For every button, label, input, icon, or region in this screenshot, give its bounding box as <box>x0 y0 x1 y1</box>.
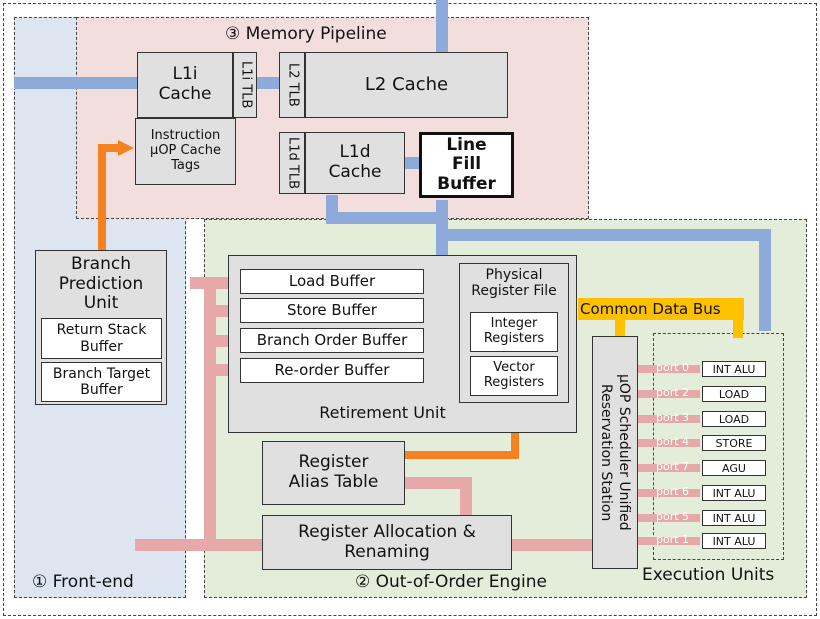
ooo-engine-title: ② Out-of-Order Engine <box>355 572 547 592</box>
execution-unit-store: STORE <box>702 435 766 451</box>
port-label: port 5 <box>656 510 690 523</box>
register-allocation-renaming: Register Allocation & Renaming <box>262 515 512 570</box>
l1d-tlb: L1d TLB <box>279 132 305 194</box>
port-label: port 7 <box>656 460 690 473</box>
common-data-bus-label: Common Data Bus <box>580 300 721 318</box>
branch-target-buffer: Branch Target Buffer <box>41 362 162 402</box>
port-label: port 4 <box>656 435 690 448</box>
cdb-blue-bus <box>442 229 771 331</box>
execution-unit-agu: AGU <box>702 460 766 476</box>
frontend-title: ① Front-end <box>32 572 134 592</box>
reorder-buffer: Re-order Buffer <box>240 358 424 383</box>
l1d-cache: L1d Cache <box>305 132 405 194</box>
l2-cache: L2 Cache <box>305 52 508 118</box>
instruction-uop-cache-tags: Instruction µOP Cache Tags <box>135 118 236 185</box>
outer-frame <box>3 3 817 616</box>
execution-unit-int-alu: INT ALU <box>702 361 766 377</box>
memory-pipeline-title: ③ Memory Pipeline <box>225 24 387 44</box>
retirement-unit-title: Retirement Unit <box>319 402 446 422</box>
rat-rename-bus <box>405 477 472 516</box>
execution-unit-int-alu: INT ALU <box>702 533 766 549</box>
bpu-arrow <box>98 144 118 250</box>
port-label: port 2 <box>656 386 690 399</box>
l2-tlb: L2 TLB <box>279 52 305 118</box>
port-label: port 3 <box>656 411 690 424</box>
port-label: port 6 <box>656 485 690 498</box>
branch-order-buffer: Branch Order Buffer <box>240 328 424 353</box>
integer-registers: Integer Registers <box>470 312 558 352</box>
execution-unit-load: LOAD <box>702 411 766 427</box>
execution-unit-load: LOAD <box>702 386 766 402</box>
execution-unit-int-alu: INT ALU <box>702 510 766 526</box>
l1i-cache: L1i Cache <box>137 52 233 118</box>
register-alias-table: Register Alias Table <box>262 441 405 505</box>
load-buffer: Load Buffer <box>240 269 424 294</box>
prf-title: Physical Register File <box>471 267 557 300</box>
l1i-tlb: L1i TLB <box>233 52 257 118</box>
execution-units-title: Execution Units <box>642 565 775 585</box>
execution-unit-int-alu: INT ALU <box>702 485 766 501</box>
port-label: port 0 <box>656 361 690 374</box>
bpu-title: Branch Prediction Unit <box>58 254 144 314</box>
line-fill-buffer: Line Fill Buffer <box>419 132 514 198</box>
port-label: port 1 <box>656 533 690 546</box>
vector-registers: Vector Registers <box>470 356 558 396</box>
uop-scheduler: µOP Scheduler Unified Reservation Statio… <box>592 336 638 569</box>
return-stack-buffer: Return Stack Buffer <box>41 318 162 359</box>
store-buffer: Store Buffer <box>240 298 424 323</box>
